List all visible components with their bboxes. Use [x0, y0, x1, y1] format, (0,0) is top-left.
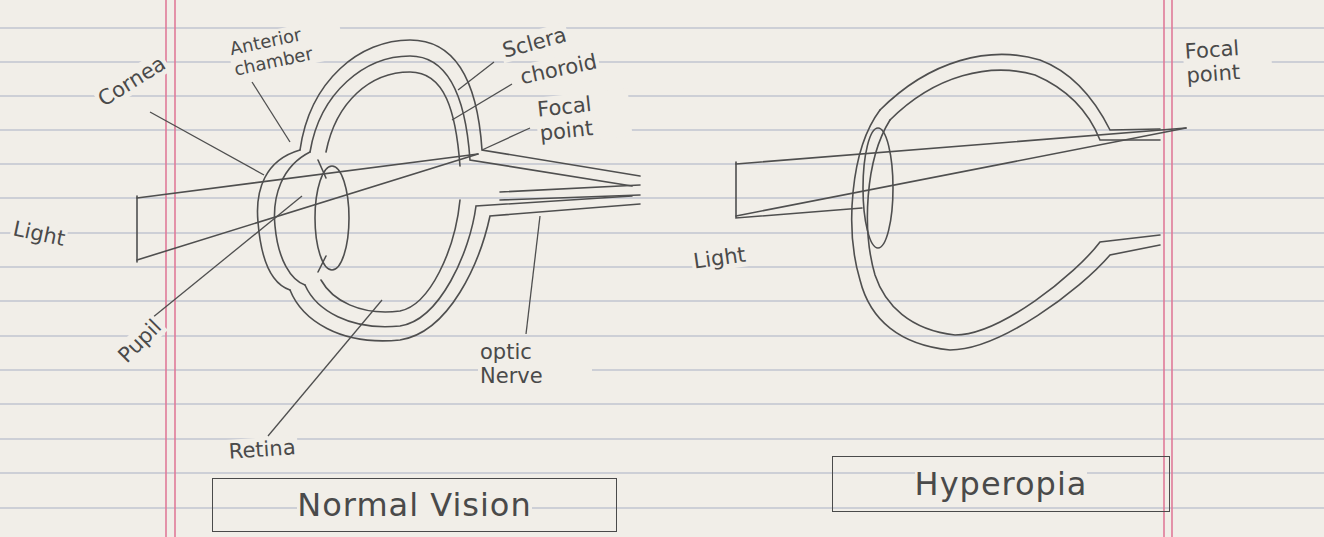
margin-lines: [166, 0, 1172, 537]
normal-eye: [137, 40, 640, 341]
part-label: optic Nerve: [478, 340, 592, 388]
box-title: Normal Vision: [297, 486, 531, 524]
part-label: Focal point: [534, 88, 633, 146]
part-label: Anterior chamber: [226, 16, 346, 80]
part-label: Cornea: [92, 50, 172, 112]
hyperopia-eye: [736, 54, 1186, 350]
ruled-lines: [0, 28, 1324, 508]
part-label: Light: [9, 216, 69, 251]
part-label: Retina: [226, 435, 298, 464]
part-label: Pupil: [112, 313, 168, 369]
part-label: Light: [690, 242, 749, 274]
caption-box: Hyperopia: [832, 456, 1170, 512]
part-label: Focal point: [1182, 34, 1273, 88]
box-title: Hyperopia: [915, 465, 1088, 503]
caption-box: Normal Vision: [212, 478, 617, 532]
